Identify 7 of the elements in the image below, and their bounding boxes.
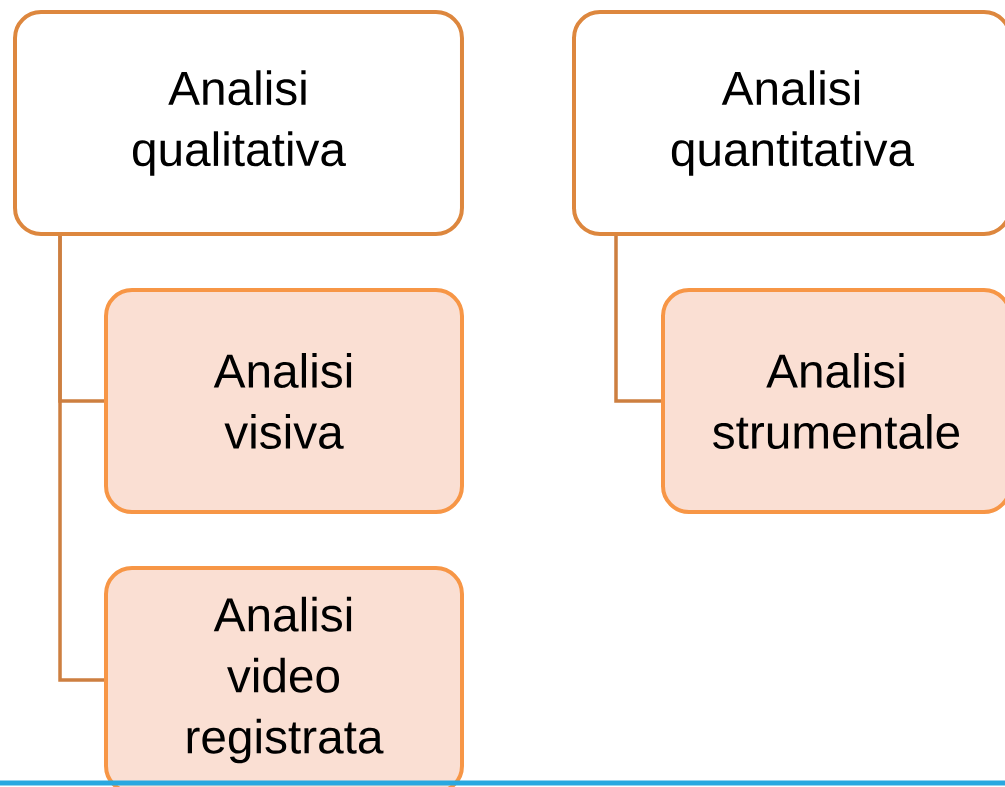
- item-box: Analisi video registrata: [104, 566, 464, 787]
- heading-box: Analisi qualitativa: [13, 10, 464, 237]
- item-box: Analisi strumentale: [661, 288, 1005, 515]
- connector-line: [58, 236, 104, 682]
- item-box: Analisi visiva: [104, 288, 464, 515]
- heading-box: Analisi quantitativa: [572, 10, 1005, 237]
- connector-line: [614, 236, 661, 403]
